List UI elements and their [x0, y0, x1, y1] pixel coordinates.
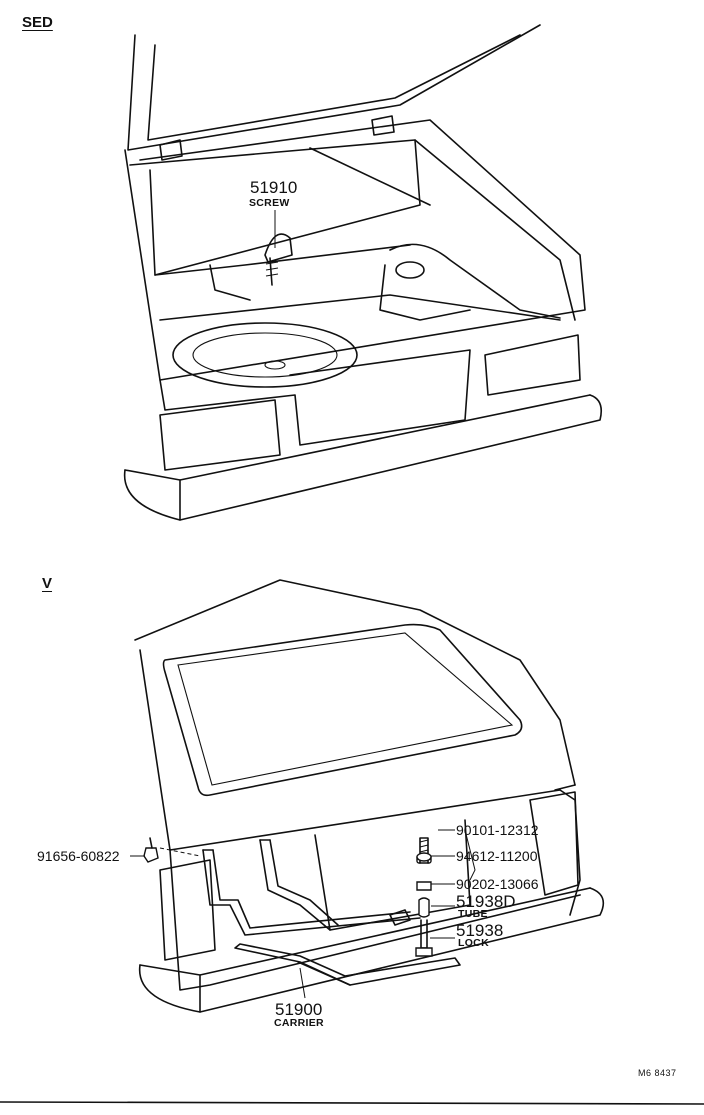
nut-part-number: 90202-13066	[456, 876, 539, 892]
section-label-v: V	[42, 575, 53, 592]
tube-part-name: TUBE	[458, 908, 488, 920]
drawing-reference-code: M6 8437	[638, 1068, 677, 1078]
screw-part-name: SCREW	[249, 197, 290, 209]
carrier-part-name: CARRIER	[274, 1017, 324, 1029]
bolt-part-number: 90101-12312	[456, 822, 539, 838]
clip-part-number: 91656-60822	[37, 848, 120, 864]
tube-part-number: 51938D	[456, 892, 516, 911]
section-label-sed: SED	[22, 14, 53, 31]
carrier-part-number: 51900	[275, 1000, 323, 1019]
bottom-rule	[0, 1101, 704, 1105]
screw-part-number: 51910	[250, 178, 298, 197]
lock-part-name: LOCK	[458, 937, 489, 949]
washer-part-number: 94612-11200	[456, 848, 538, 864]
van-rear-illustration	[130, 579, 605, 1013]
lock-part-number: 51938	[456, 921, 504, 940]
sedan-trunk-illustration	[123, 24, 603, 521]
